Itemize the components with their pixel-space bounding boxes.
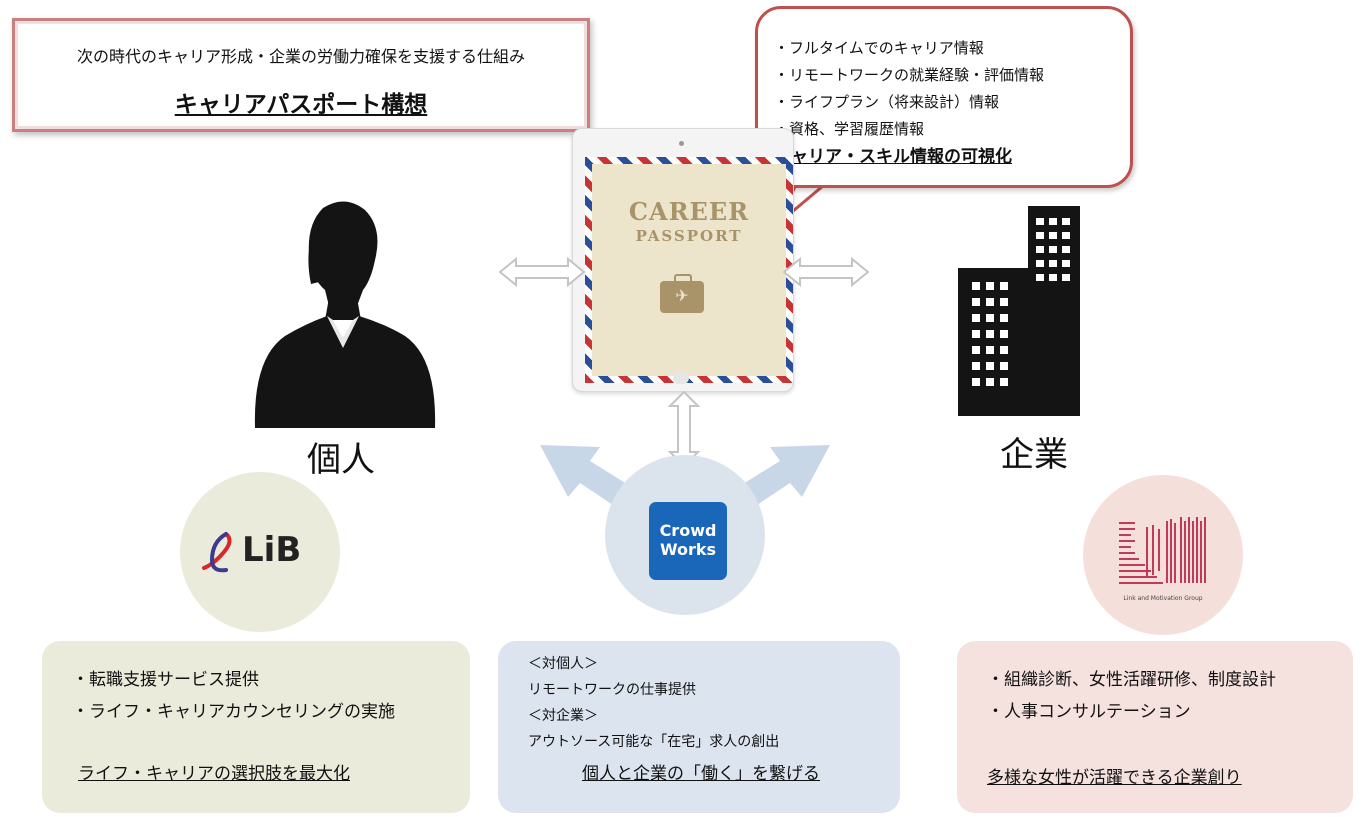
bubble-emphasis: キャリア・スキル情報の可視化 bbox=[774, 147, 1012, 167]
title-box: 次の時代のキャリア形成・企業の労働力確保を支援する仕組み キャリアパスポート構想 bbox=[12, 18, 590, 132]
lm-mark-icon bbox=[1119, 517, 1206, 584]
lm-logo-text: Link and Motivation Group bbox=[1123, 595, 1203, 602]
suitcase-icon: ✈ bbox=[660, 274, 704, 313]
person-silhouette-icon bbox=[254, 201, 436, 428]
tablet-device: CAREER PASSPORT ✈ bbox=[572, 128, 794, 392]
passport-screen bbox=[585, 157, 793, 383]
lm-panel-item: ・組織診断、女性活躍研修、制度設計 bbox=[987, 670, 1276, 690]
title-main: キャリアパスポート構想 bbox=[174, 92, 428, 118]
buildings-icon bbox=[958, 206, 1080, 416]
left-double-arrow-icon bbox=[498, 256, 586, 288]
crowdworks-panel-heading: ＜対企業＞ bbox=[528, 708, 598, 724]
passport-title-career: CAREER bbox=[628, 197, 750, 226]
bubble-item: ・フルタイムでのキャリア情報 bbox=[774, 39, 984, 57]
crowdworks-panel-summary: 個人と企業の「働く」を繋げる bbox=[582, 764, 820, 784]
lib-logo-circle: LiB bbox=[180, 472, 340, 632]
lib-panel-item: ・ライフ・キャリアカウンセリングの実施 bbox=[72, 702, 395, 722]
lm-logo-circle: Link and Motivation Group bbox=[1083, 475, 1243, 635]
lib-mark-icon bbox=[202, 532, 232, 573]
crowdworks-panel-text: アウトソース可能な「在宅」求人の創出 bbox=[528, 734, 780, 750]
bubble-item: ・資格、学習履歴情報 bbox=[774, 120, 925, 138]
individual-label: 個人 bbox=[307, 440, 375, 480]
lm-panel: ・組織診断、女性活躍研修、制度設計 ・人事コンサルテーション 多様な女性が活躍で… bbox=[957, 641, 1353, 813]
crowdworks-panel: ＜対個人＞ リモートワークの仕事提供 ＜対企業＞ アウトソース可能な「在宅」求人… bbox=[498, 641, 900, 813]
lm-panel-item: ・人事コンサルテーション bbox=[987, 702, 1191, 722]
crowdworks-logo-circle: Crowd Works bbox=[605, 455, 765, 615]
bubble-item: ・ライフプラン（将来設計）情報 bbox=[774, 93, 1000, 111]
passport-title-passport: PASSPORT bbox=[635, 227, 743, 245]
crowdworks-panel-text: リモートワークの仕事提供 bbox=[528, 682, 696, 698]
lib-panel: ・転職支援サービス提供 ・ライフ・キャリアカウンセリングの実施 ライフ・キャリア… bbox=[42, 641, 470, 813]
right-double-arrow-icon bbox=[782, 256, 870, 288]
tablet-camera-icon bbox=[679, 141, 684, 146]
speech-bubble: ・フルタイムでのキャリア情報 ・リモートワークの就業経験・評価情報 ・ライフプラ… bbox=[755, 6, 1133, 188]
lib-logo-text: LiB bbox=[242, 530, 302, 570]
bubble-item: ・リモートワークの就業経験・評価情報 bbox=[774, 66, 1045, 84]
lm-panel-summary: 多様な女性が活躍できる企業創り bbox=[987, 768, 1242, 788]
lib-panel-item: ・転職支援サービス提供 bbox=[72, 670, 259, 690]
crowdworks-logo: Crowd Works bbox=[649, 502, 727, 580]
crowdworks-panel-heading: ＜対個人＞ bbox=[528, 656, 598, 672]
company-label: 企業 bbox=[1000, 435, 1068, 475]
tablet-home-button-icon bbox=[673, 372, 689, 384]
lib-panel-summary: ライフ・キャリアの選択肢を最大化 bbox=[78, 764, 350, 784]
title-subtitle: 次の時代のキャリア形成・企業の労働力確保を支援する仕組み bbox=[76, 47, 525, 66]
